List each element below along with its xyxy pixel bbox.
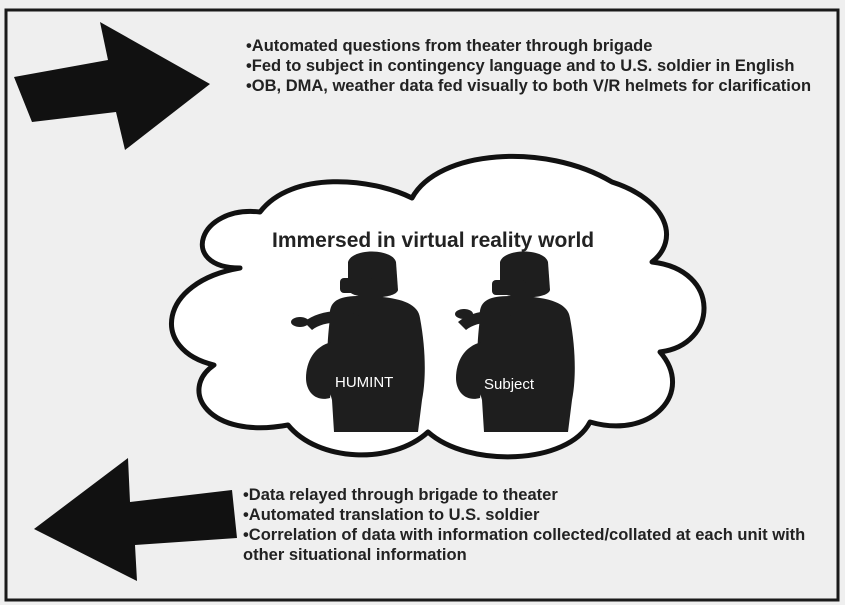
top-bullet-1: •Automated questions from theater throug… (246, 37, 653, 55)
arrow-left-icon (34, 458, 237, 581)
humint-vr-goggles (340, 278, 374, 293)
bottom-bullet-2: •Automated translation to U.S. soldier (243, 506, 540, 524)
slide-frame (4, 8, 840, 602)
subject-label: Subject (484, 376, 535, 393)
subject-lower-arm (456, 342, 486, 399)
humint-lower-arm (306, 342, 336, 399)
subject-figure (455, 251, 575, 432)
cloud-shape (169, 153, 707, 460)
humint-figure (291, 251, 425, 432)
humint-raised-arm (304, 311, 360, 330)
subject-vr-goggles (492, 280, 526, 295)
humint-torso (327, 296, 425, 432)
bottom-bullet-1: •Data relayed through brigade to theater (243, 486, 558, 504)
cloud-title: Immersed in virtual reality world (272, 229, 595, 252)
top-bullet-3: •OB, DMA, weather data fed visually to b… (246, 77, 812, 95)
subject-hand (455, 309, 473, 319)
humint-label: HUMINT (335, 374, 394, 391)
top-bullet-list: •Automated questions from theater throug… (246, 36, 826, 96)
top-bullet-2: •Fed to subject in contingency language … (246, 57, 795, 75)
arrow-right-icon (14, 22, 210, 150)
bottom-bullet-3: •Correlation of data with information co… (243, 526, 806, 564)
subject-torso (477, 296, 575, 432)
humint-hand (291, 317, 309, 327)
bottom-bullet-list: •Data relayed through brigade to theater… (243, 485, 833, 565)
